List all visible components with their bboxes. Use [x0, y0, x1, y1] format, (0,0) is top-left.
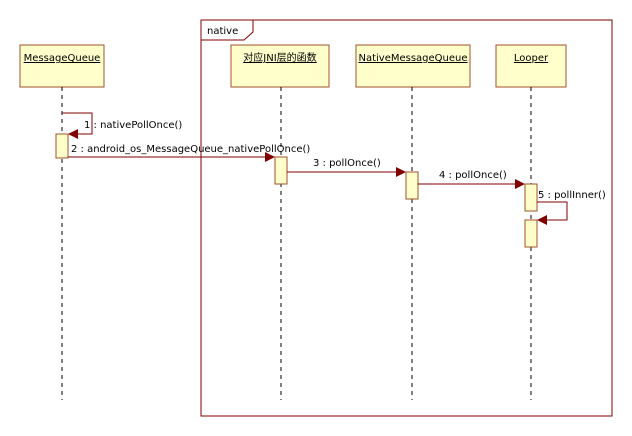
message-1-label: 1 : nativePollOnce()	[84, 120, 182, 131]
activation-looper-inner	[524, 219, 538, 248]
frame-label: native	[207, 26, 238, 37]
message-5-label: 5 : pollInner()	[538, 190, 606, 201]
native-frame: native	[200, 19, 613, 417]
lifeline-name-nativemessagequeue: NativeMessageQueue	[358, 53, 467, 64]
lifeline-head-jni: 对应JNI层的函数	[230, 44, 330, 88]
activation-messagequeue	[55, 133, 69, 159]
message-4: 4 : pollOnce()	[418, 170, 525, 189]
activation-looper	[524, 183, 538, 212]
message-2-label: 2 : android_os_MessageQueue_nativePollOn…	[71, 144, 310, 155]
frame-tab	[200, 19, 254, 41]
lifeline-head-messagequeue: MessageQueue	[19, 44, 105, 88]
lifeline-head-nativemessagequeue: NativeMessageQueue	[355, 44, 471, 88]
message-2: 2 : android_os_MessageQueue_nativePollOn…	[68, 144, 310, 162]
activation-nativemessagequeue	[405, 171, 419, 200]
message-1: 1 : nativePollOnce()	[62, 112, 182, 139]
message-5: 5 : pollInner()	[537, 190, 606, 225]
activation-jni	[274, 156, 288, 185]
message-3: 3 : pollOnce()	[287, 158, 406, 177]
message-3-label: 3 : pollOnce()	[313, 158, 381, 169]
lifeline-head-looper: Looper	[495, 44, 567, 88]
message-4-label: 4 : pollOnce()	[439, 170, 507, 181]
lifeline-name-looper: Looper	[514, 53, 549, 64]
lifeline-name-jni: 对应JNI层的函数	[243, 51, 316, 64]
lifeline-name-messagequeue: MessageQueue	[24, 53, 101, 64]
